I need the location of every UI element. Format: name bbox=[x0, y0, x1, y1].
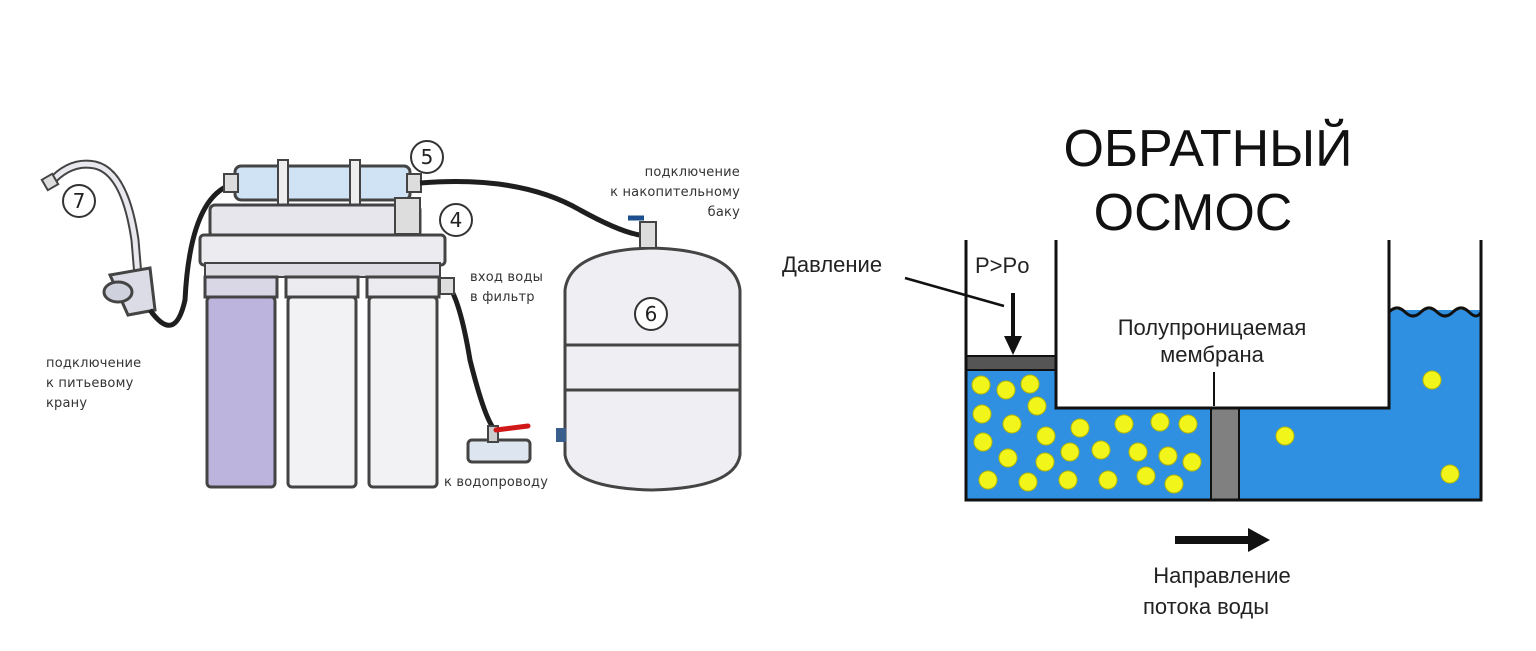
mounting-bracket bbox=[198, 233, 447, 267]
flow-label-2: потока воды bbox=[1143, 594, 1269, 619]
callout-4: 4 bbox=[439, 203, 473, 237]
inlet-hose bbox=[445, 283, 497, 432]
membrane-housing bbox=[223, 159, 422, 223]
tank-hose bbox=[419, 179, 641, 238]
title-line-2: ОСМОС bbox=[1094, 184, 1293, 242]
faucet-hose bbox=[147, 182, 232, 328]
right-water bbox=[1239, 408, 1389, 500]
title-line-1: ОБРАТНЫЙ bbox=[1063, 119, 1352, 178]
container-outline bbox=[964, 240, 1483, 502]
membrane-label-1: Полупроницаемая bbox=[1118, 315, 1307, 340]
svg-text:баку: баку bbox=[708, 205, 740, 220]
supply-valve bbox=[466, 423, 532, 464]
filter-canisters bbox=[203, 275, 441, 489]
svg-text:вход воды: вход воды bbox=[470, 270, 543, 285]
svg-text:к питьевому: к питьевому bbox=[46, 376, 134, 391]
callout-5: 5 bbox=[410, 140, 444, 174]
svg-text:к накопительному: к накопительному bbox=[610, 185, 740, 200]
svg-text:5: 5 bbox=[421, 145, 434, 169]
dissolved-particles bbox=[971, 370, 1460, 494]
svg-text:в фильтр: в фильтр bbox=[470, 290, 535, 305]
piston bbox=[965, 355, 1057, 371]
flow-label-1: Направление bbox=[1153, 563, 1290, 588]
svg-text:4: 4 bbox=[450, 208, 463, 232]
membrane bbox=[1210, 407, 1240, 501]
svg-text:7: 7 bbox=[73, 189, 86, 213]
svg-text:подключение: подключение bbox=[46, 356, 141, 371]
label-water-supply: к водопроводу bbox=[444, 475, 548, 490]
valve-4 bbox=[394, 197, 421, 235]
pressure-formula: P>Po bbox=[975, 253, 1029, 278]
storage-tank bbox=[556, 215, 742, 492]
label-faucet-connection: подключение к питьевому крану bbox=[46, 356, 141, 411]
label-tank-connection: подключение к накопительному баку bbox=[610, 165, 740, 220]
osmosis-schematic: ОБРАТНЫЙ ОСМОС bbox=[782, 119, 1483, 619]
flow-arrow bbox=[1175, 536, 1251, 544]
svg-text:6: 6 bbox=[645, 302, 658, 326]
drinking-faucet bbox=[40, 159, 157, 317]
pressure-label: Давление bbox=[782, 252, 882, 277]
callout-7: 7 bbox=[62, 184, 96, 218]
label-water-input: вход воды в фильтр bbox=[470, 270, 543, 305]
post-filter bbox=[208, 203, 422, 239]
membrane-label-2: мембрана bbox=[1160, 342, 1264, 367]
svg-text:крану: крану bbox=[46, 396, 87, 411]
filter-system-illustration: 5 4 6 7 подключение к накопительному бак… bbox=[40, 140, 742, 492]
callout-6: 6 bbox=[634, 297, 668, 331]
svg-text:подключение: подключение bbox=[645, 165, 740, 180]
